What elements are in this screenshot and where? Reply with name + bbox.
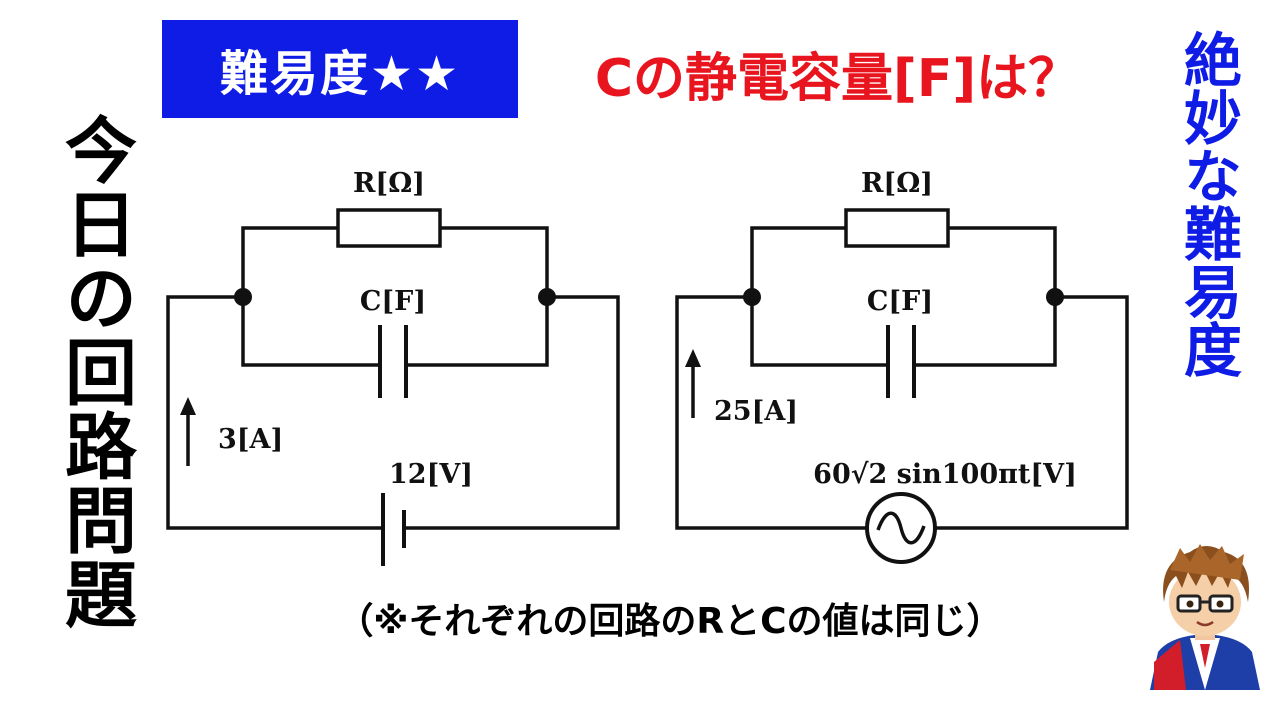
- battery-icon: [381, 493, 406, 566]
- dc-capacitor-label: C[F]: [360, 286, 426, 317]
- dc-current-label: 3[A]: [218, 424, 283, 455]
- ac-node-left: [743, 288, 761, 306]
- ac-source-label: 60√2 sin100πt[V]: [813, 459, 1077, 490]
- ac-resistor: [844, 208, 950, 248]
- dc-resistor-label: R[Ω]: [353, 168, 425, 199]
- footnote: （※それぞれの回路のRとCの値は同じ）: [337, 601, 1003, 642]
- ac-node-right: [1046, 288, 1064, 306]
- ac-circuit: R[Ω] C[F] 25[A] 60√2 sin100πt[V]: [675, 168, 1129, 564]
- dc-node-right: [538, 288, 556, 306]
- dc-current-arrow-icon: [180, 397, 196, 466]
- ac-resistor-label: R[Ω]: [861, 168, 933, 199]
- ac-voltage-source-icon: [865, 492, 937, 564]
- ac-current-arrow-icon: [685, 349, 701, 418]
- left-vertical-title: 今日の回路問題: [52, 113, 137, 631]
- anime-character-avatar: [1150, 544, 1260, 690]
- ac-current-label: 25[A]: [714, 396, 798, 427]
- dc-node-left: [234, 288, 252, 306]
- question-text: Cの静電容量[F]は？: [594, 49, 1081, 109]
- ac-capacitor: [886, 325, 916, 398]
- dc-resistor: [336, 208, 442, 248]
- ac-capacitor-label: C[F]: [867, 286, 933, 317]
- dc-capacitor: [378, 325, 408, 398]
- dc-source-label: 12[V]: [389, 459, 473, 490]
- right-vertical-title: 絶妙な難易度: [1174, 30, 1242, 378]
- difficulty-badge: 難易度★★: [162, 20, 518, 118]
- dc-circuit: R[Ω] C[F] 3[A] 12[V]: [166, 168, 620, 566]
